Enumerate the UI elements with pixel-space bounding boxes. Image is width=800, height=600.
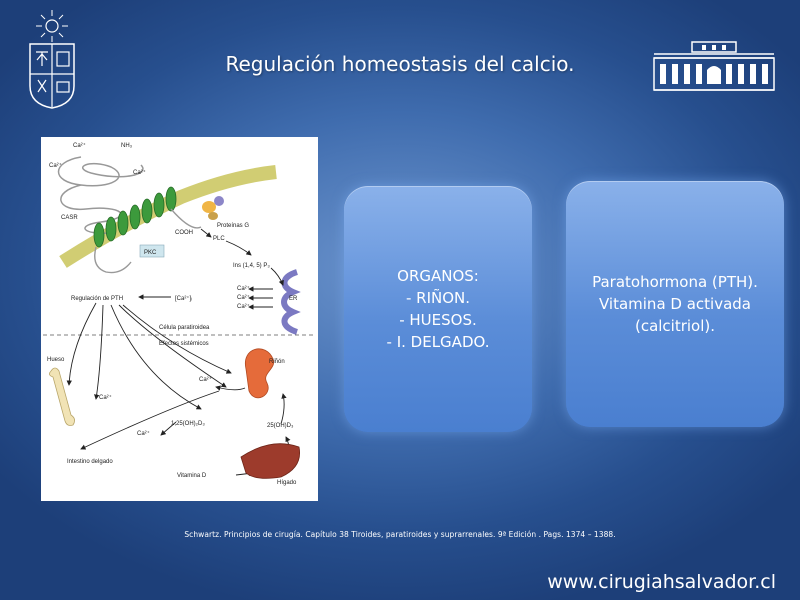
label-ca-mid: Ca²⁺ — [133, 169, 146, 176]
hormone-line: Vitamina D activada — [598, 295, 751, 313]
hormone-line: Paratohormona (PTH). — [592, 273, 758, 291]
organ-item: - I. DELGADO. — [386, 333, 490, 351]
label-ca-er1: Ca²⁺ — [237, 285, 250, 292]
label-ca-er3: Ca²⁺ — [237, 303, 250, 310]
er-organelle — [281, 269, 301, 335]
label-ca-kidney: Ca²⁺ — [199, 376, 212, 383]
label-proteinas-g: Proteínas G — [217, 223, 249, 229]
label-pkc: PKC — [144, 250, 157, 256]
label-plc: PLC — [213, 236, 225, 242]
hormone-line: (calcitriol). — [634, 317, 716, 335]
slide-title: Regulación homeostasis del calcio. — [225, 52, 575, 76]
kidney-icon — [244, 348, 275, 399]
label-celula: Célula paratiroidea — [159, 325, 210, 331]
label-ca-left: Ca²⁺ — [49, 162, 62, 169]
organs-card: ORGANOS: - RIÑON. - HUESOS. - I. DELGADO… — [344, 186, 532, 432]
casr-transmembrane-helices — [93, 186, 177, 248]
label-ca-intestine: Ca²⁺ — [137, 430, 150, 437]
bibliographic-reference: Schwartz. Principios de cirugía. Capítul… — [184, 530, 616, 539]
casr-extracellular-domain — [58, 156, 144, 234]
label-vitd3: 1,25(OH)₂D₃ — [171, 421, 205, 427]
label-rinon: Riñón — [269, 359, 285, 365]
label-ca-er2: Ca²⁺ — [237, 294, 250, 301]
label-cooh: COOH — [175, 230, 193, 236]
website-url[interactable]: www.cirugiahsalvador.cl — [547, 571, 776, 593]
label-hueso: Hueso — [47, 357, 65, 363]
organs-heading: ORGANOS: — [397, 267, 479, 285]
label-25oh: 25(OH)D₃ — [267, 423, 294, 429]
label-casr: CASR — [61, 215, 78, 221]
label-ca-i: [Ca²⁺]ᵢ — [175, 295, 192, 302]
label-ca-bone: Ca²⁺ — [99, 394, 112, 401]
label-higado: Hígado — [277, 480, 297, 486]
hormones-card: Paratohormona (PTH). Vitamina D activada… — [566, 181, 784, 427]
building-facade-icon — [652, 40, 776, 94]
label-regulacion-pth: Regulación de PTH — [71, 296, 123, 302]
label-intestino: Intestino delgado — [67, 459, 113, 465]
label-vitamina-d: Vitamina D — [177, 473, 207, 479]
label-efectos: Efectos sistémicos — [159, 341, 209, 347]
calcium-regulation-figure: Ca²⁺ NH₃ Ca²⁺ Ca²⁺ CASR Proteínas G COOH… — [41, 137, 318, 501]
bone-icon — [49, 367, 75, 426]
label-ca-top: Ca²⁺ — [73, 142, 86, 149]
label-ip3: Ins (1,4, 5) P₃ — [233, 263, 270, 269]
organ-item: - HUESOS. — [399, 311, 477, 329]
label-er: ER — [289, 296, 298, 302]
label-nh3: NH₃ — [121, 143, 133, 149]
university-coat-of-arms-icon — [24, 8, 80, 110]
organ-item: - RIÑON. — [405, 289, 471, 307]
liver-icon — [240, 443, 300, 479]
